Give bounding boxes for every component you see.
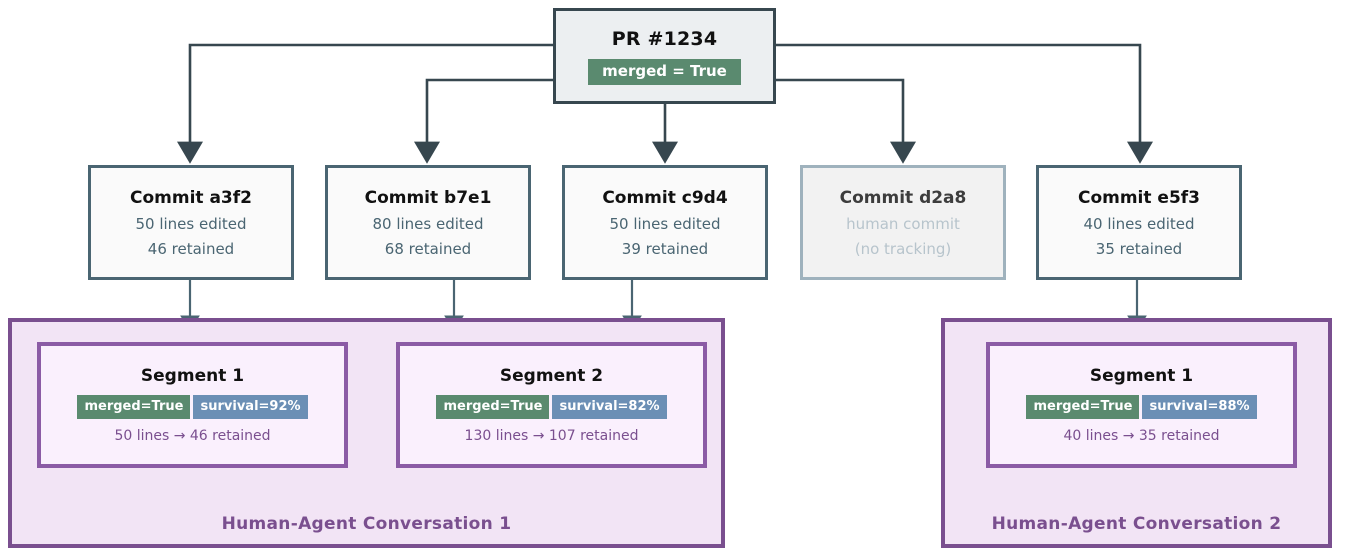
commit-title: Commit e5f3 bbox=[1077, 187, 1201, 208]
commit-node-c9d4[interactable]: Commit c9d4 50 lines edited 39 retained bbox=[562, 165, 768, 280]
segment-badges: merged=True survival=88% bbox=[1026, 395, 1257, 419]
pr-merged-badge: merged = True bbox=[588, 58, 741, 85]
commit-node-b7e1[interactable]: Commit b7e1 80 lines edited 68 retained bbox=[325, 165, 531, 280]
segment-badges: merged=True survival=82% bbox=[436, 395, 667, 419]
commit-title: Commit b7e1 bbox=[364, 187, 492, 208]
segment-merged-badge: merged=True bbox=[77, 395, 191, 419]
segment-title: Segment 1 bbox=[140, 366, 245, 386]
segment-footer: 130 lines → 107 retained bbox=[464, 428, 639, 444]
commit-title: Commit a3f2 bbox=[130, 187, 252, 208]
commit-lines-retained: 35 retained bbox=[1095, 239, 1183, 258]
segment-title: Segment 2 bbox=[499, 366, 604, 386]
conversation-container-1[interactable]: Segment 1 merged=True survival=92% 50 li… bbox=[8, 318, 725, 548]
edge-pr-to-commit-b7e1 bbox=[414, 78, 553, 164]
conversation-label-1: Human-Agent Conversation 1 bbox=[221, 514, 512, 534]
commit-title: Commit c9d4 bbox=[602, 187, 728, 208]
edge-pr-to-commit-d2a8 bbox=[776, 78, 916, 164]
commit-no-tracking-note: (no tracking) bbox=[854, 239, 952, 258]
commit-lines-edited: 40 lines edited bbox=[1083, 214, 1195, 233]
commit-lines-edited: 80 lines edited bbox=[372, 214, 484, 233]
commit-node-a3f2[interactable]: Commit a3f2 50 lines edited 46 retained bbox=[88, 165, 294, 280]
segment-footer: 40 lines → 35 retained bbox=[1063, 428, 1220, 444]
pr-title: PR #1234 bbox=[611, 27, 718, 50]
segment-node-1-2[interactable]: Segment 2 merged=True survival=82% 130 l… bbox=[396, 342, 707, 468]
segment-badges: merged=True survival=92% bbox=[77, 395, 308, 419]
segment-survival-badge: survival=92% bbox=[193, 395, 308, 419]
segment-footer: 50 lines → 46 retained bbox=[114, 428, 271, 444]
segment-title: Segment 1 bbox=[1089, 366, 1194, 386]
commit-lines-retained: 46 retained bbox=[147, 239, 235, 258]
pr-node[interactable]: PR #1234 merged = True bbox=[553, 8, 776, 104]
segment-merged-badge: merged=True bbox=[1026, 395, 1140, 419]
commit-lines-retained: 68 retained bbox=[384, 239, 472, 258]
commit-node-d2a8[interactable]: Commit d2a8 human commit (no tracking) bbox=[800, 165, 1006, 280]
commit-lines-retained: 39 retained bbox=[621, 239, 709, 258]
conversation-label-2: Human-Agent Conversation 2 bbox=[991, 514, 1282, 534]
edge-pr-to-commit-e5f3 bbox=[776, 43, 1153, 164]
segment-node-1-1[interactable]: Segment 1 merged=True survival=92% 50 li… bbox=[37, 342, 348, 468]
commit-lines-edited: 50 lines edited bbox=[609, 214, 721, 233]
segment-node-2-1[interactable]: Segment 1 merged=True survival=88% 40 li… bbox=[986, 342, 1297, 468]
edge-pr-to-commit-a3f2 bbox=[177, 43, 553, 164]
commit-lines-edited: 50 lines edited bbox=[135, 214, 247, 233]
commit-title: Commit d2a8 bbox=[839, 187, 967, 208]
commit-node-e5f3[interactable]: Commit e5f3 40 lines edited 35 retained bbox=[1036, 165, 1242, 280]
segment-survival-badge: survival=82% bbox=[552, 395, 667, 419]
commit-human-note: human commit bbox=[846, 214, 960, 233]
conversation-container-2[interactable]: Segment 1 merged=True survival=88% 40 li… bbox=[941, 318, 1332, 548]
segment-merged-badge: merged=True bbox=[436, 395, 550, 419]
segment-survival-badge: survival=88% bbox=[1142, 395, 1257, 419]
